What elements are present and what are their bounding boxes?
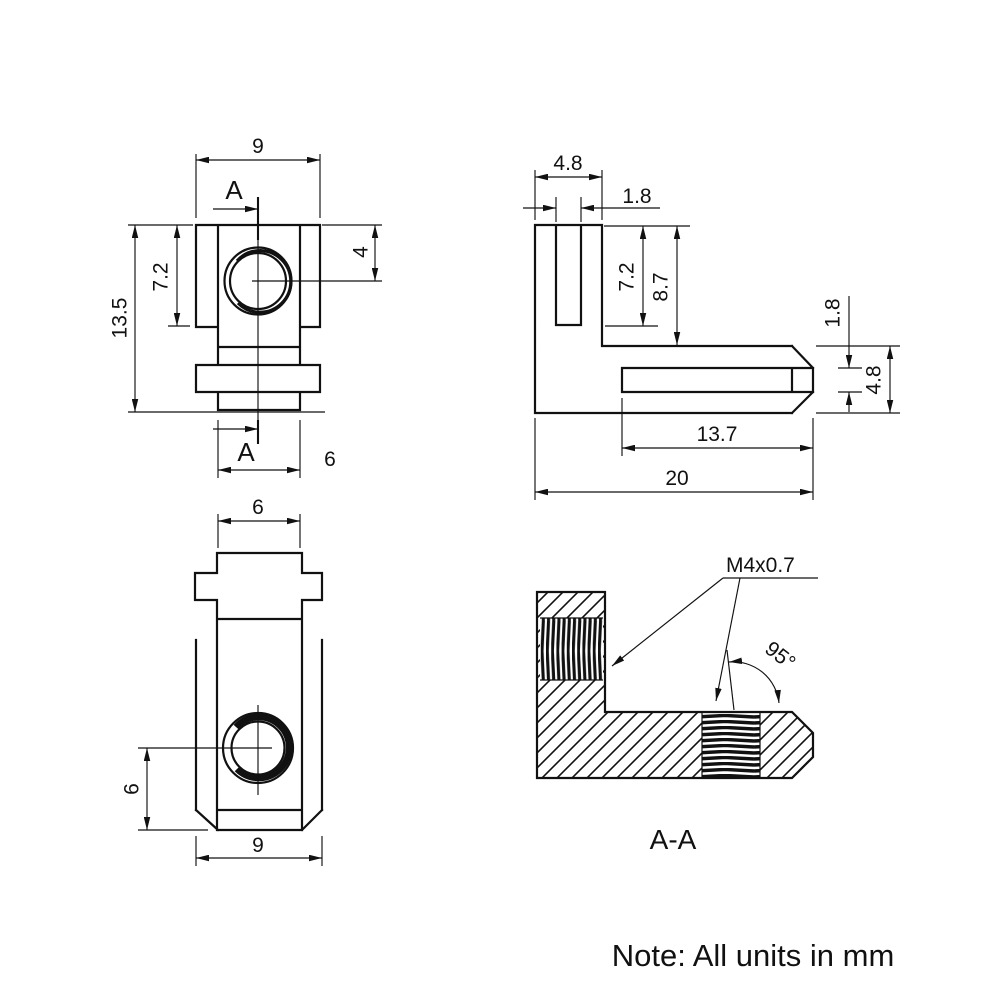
- svg-text:4.8: 4.8: [553, 152, 582, 175]
- dim-bottom-tab: 6: [217, 496, 301, 548]
- section-label: A-A: [650, 824, 697, 855]
- section-view: M4x0.7 95° A-A: [535, 554, 818, 855]
- svg-text:1.8: 1.8: [622, 185, 651, 208]
- svg-text:95°: 95°: [760, 637, 799, 675]
- dim-front-height: 13.5: [108, 224, 325, 413]
- svg-text:7.2: 7.2: [149, 262, 172, 291]
- svg-text:9: 9: [252, 135, 264, 158]
- dim-bottom-hole-to-end: 6: [120, 748, 208, 831]
- dim-bottom-width: 9: [195, 834, 323, 866]
- thread-callout: M4x0.7: [611, 554, 818, 702]
- svg-text:13.5: 13.5: [108, 298, 131, 339]
- dim-front-width: 9: [195, 135, 321, 218]
- bottom-view: 6 6 9: [120, 496, 324, 866]
- side-view-outline: [533, 223, 815, 415]
- svg-text:1.8: 1.8: [821, 298, 844, 327]
- dim-side-inner-height: 8.7: [649, 226, 681, 345]
- svg-text:13.7: 13.7: [697, 423, 738, 446]
- section-outline: [535, 590, 815, 780]
- svg-text:7.2: 7.2: [615, 262, 638, 291]
- dim-side-end-slot: 1.8: [816, 296, 900, 412]
- svg-text:6: 6: [252, 496, 264, 519]
- dim-front-step: 7.2: [149, 225, 190, 327]
- dim-front-slot: 6: [217, 420, 336, 478]
- units-note: Note: All units in mm: [612, 938, 895, 973]
- section-thread-horizontal-arm: [701, 712, 761, 778]
- svg-text:4: 4: [349, 246, 372, 258]
- section-thread-vertical-arm: [540, 617, 603, 681]
- section-letter-top: A: [225, 175, 243, 205]
- side-view: 4.8 1.8 7.2 8.7 1.8: [523, 152, 900, 500]
- angle-dimension: 95°: [726, 637, 800, 711]
- svg-text:6: 6: [120, 783, 143, 795]
- dim-side-top-slot: 1.8: [523, 185, 660, 222]
- dim-side-thread-length: 13.7: [621, 398, 814, 500]
- section-letter-bottom: A: [237, 437, 255, 467]
- svg-text:6: 6: [324, 448, 336, 471]
- section-marker-bottom: A: [213, 420, 260, 467]
- svg-text:20: 20: [665, 467, 688, 490]
- dim-side-length: 20: [534, 418, 813, 500]
- svg-text:M4x0.7: M4x0.7: [726, 554, 795, 577]
- front-view: A A 9 13.5 7.2 4: [108, 135, 382, 478]
- section-marker-top: A: [213, 175, 260, 240]
- dim-front-hole-offset: 4: [322, 224, 382, 281]
- svg-text:8.7: 8.7: [649, 272, 672, 301]
- bottom-view-outline: [193, 551, 324, 832]
- dim-side-arm-height: 4.8: [816, 346, 900, 414]
- svg-text:4.8: 4.8: [862, 365, 885, 394]
- dim-side-slot-depth: 7.2: [604, 225, 690, 327]
- dim-side-top-width: 4.8: [534, 152, 603, 220]
- svg-text:9: 9: [252, 834, 264, 857]
